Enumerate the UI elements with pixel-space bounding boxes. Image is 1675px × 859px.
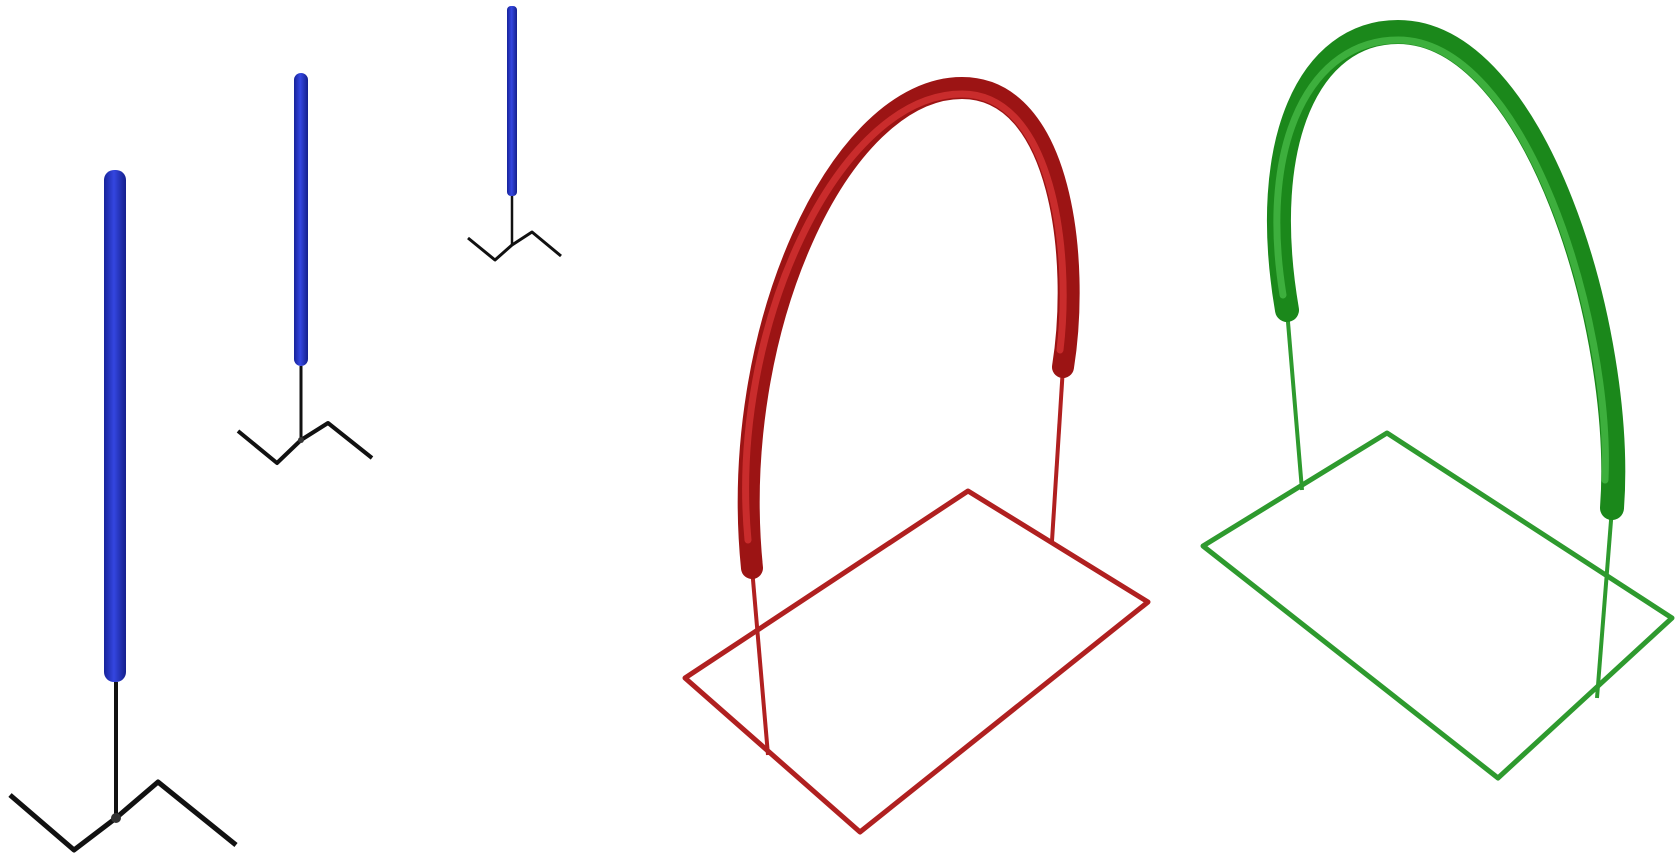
medium-blue-rod-stand — [236, 73, 374, 465]
green-right-wire — [1595, 507, 1614, 699]
blue-rod — [104, 170, 126, 682]
stand-legs — [236, 421, 374, 465]
blue-rod — [294, 73, 308, 366]
large-blue-rod-stand — [8, 170, 238, 853]
stand-legs — [8, 779, 238, 853]
green-left-wire — [1285, 309, 1304, 491]
red-arch-frame — [682, 76, 1151, 835]
red-right-wire — [1050, 366, 1065, 542]
green-arch-frame — [1200, 19, 1675, 781]
green-rectangle-base — [1200, 430, 1675, 781]
blue-rod — [507, 6, 517, 196]
red-left-wire — [750, 567, 770, 756]
red-arch-tube — [737, 76, 1080, 579]
stand-joint — [111, 813, 121, 823]
green-arch-highlight — [1273, 36, 1609, 484]
red-arch-highlight — [742, 90, 1067, 544]
red-rectangle-base — [682, 488, 1151, 835]
small-blue-rod-stand — [467, 6, 562, 262]
stand-legs — [467, 230, 562, 262]
green-arch-tube — [1266, 19, 1626, 520]
stand-joint — [298, 437, 304, 443]
